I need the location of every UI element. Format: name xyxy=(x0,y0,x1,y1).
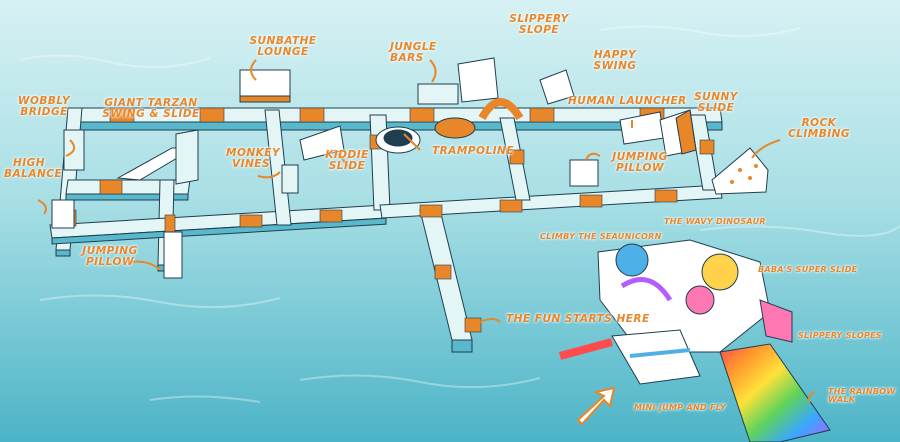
kiddie-slide xyxy=(299,125,345,161)
rainbow-walk xyxy=(719,343,831,442)
seaunicorn-head xyxy=(615,243,649,277)
jumping-pillow-left xyxy=(163,231,183,279)
label-monkey-vines: Monkey Vines xyxy=(226,147,281,171)
label-babas-super-slide: Baba's Super Slide xyxy=(758,265,858,274)
walkway-middle xyxy=(379,184,723,219)
label-fun-starts-here: The Fun Starts Here xyxy=(506,313,650,325)
label-jumping-pillow-left: Jumping Pillow xyxy=(82,245,138,269)
label-sunbathe-lounge: Sunbathe Lounge xyxy=(249,35,317,59)
orange-blocks xyxy=(61,107,715,333)
label-jumping-pillow-right: Jumping Pillow xyxy=(612,151,668,175)
label-slippery-slopes: Slippery Slopes xyxy=(798,331,882,340)
label-slippery-slope: Slippery Slope xyxy=(509,13,569,37)
label-trampoline: Trampoline xyxy=(432,145,515,157)
label-human-launcher: Human Launcher xyxy=(568,95,687,107)
curly-arrows xyxy=(37,59,816,403)
jungle-bars xyxy=(417,83,459,105)
mini-jump-pad xyxy=(611,329,701,385)
label-jungle-bars: Jungle Bars xyxy=(390,41,437,65)
label-rock-climbing: Rock Climbing xyxy=(787,117,851,141)
label-high-balance: High Balance xyxy=(4,157,63,181)
start-arrow-icon xyxy=(576,386,616,426)
high-balance xyxy=(51,199,75,229)
label-kiddie-slide: Kiddie Slide xyxy=(325,149,369,173)
monkey-vines xyxy=(281,164,299,194)
kids-area xyxy=(558,239,793,385)
jumping-pillow-right xyxy=(569,159,599,187)
label-rainbow-walk: The Rainbow Walk xyxy=(828,387,896,405)
sunbathe-lounge xyxy=(239,69,291,97)
label-wavy-dinosaur: The Wavy Dinosaur xyxy=(664,217,766,226)
label-happy-swing: Happy Swing xyxy=(593,49,637,73)
label-giant-tarzan: Giant Tarzan Swing & Slide xyxy=(102,97,200,121)
label-sunny-slide: Sunny Slide xyxy=(694,91,738,115)
label-wobbly-bridge: Wobbly Bridge xyxy=(17,95,71,119)
slippery-slope xyxy=(457,57,499,103)
water-ripples xyxy=(19,25,900,403)
arch xyxy=(478,98,524,121)
happy-swing xyxy=(539,69,575,105)
label-mini-jump-fly: Mini Jump and Fly xyxy=(634,403,726,412)
label-climby-seaunicorn: Climby the Seaunicorn xyxy=(540,232,662,241)
